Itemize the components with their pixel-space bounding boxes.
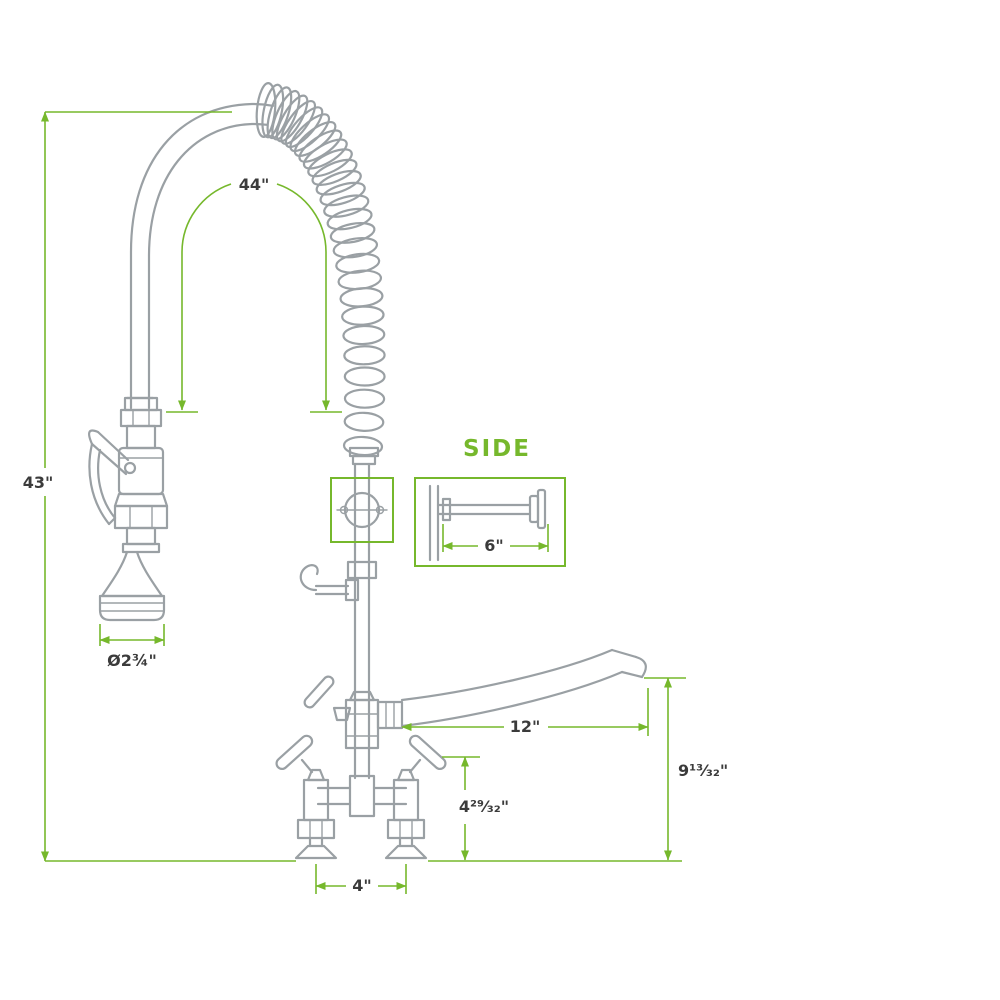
dim-hose-loop: 44" xyxy=(166,175,342,413)
dim-bracket-depth: 6" xyxy=(442,524,549,555)
dim-spout-reach: 12" xyxy=(401,688,649,736)
deck-mount-base xyxy=(275,734,447,860)
dimension-label-hose-loop: 44" xyxy=(239,175,270,194)
dim-faucet-centers: 4" xyxy=(315,864,407,895)
faucet-line-art xyxy=(88,82,647,860)
swing-spout xyxy=(400,648,647,728)
spray-handle xyxy=(88,429,137,526)
dimension-label-deck-to-handle: 4²⁹⁄₃₂" xyxy=(459,797,509,816)
right-base-handle xyxy=(408,734,447,774)
side-callout: SIDE 6" xyxy=(330,436,566,567)
side-detail-box xyxy=(414,477,566,567)
bracket-highlight-box xyxy=(330,477,394,543)
side-view-label: SIDE xyxy=(463,436,531,462)
hanger-hook xyxy=(299,564,360,602)
wall-bracket xyxy=(336,491,388,529)
side-detail-drawing xyxy=(428,484,547,562)
dim-spout-outlet-height: 9¹³⁄₃₂" xyxy=(644,677,728,861)
dim-overall-height: 43" xyxy=(23,111,232,862)
dim-deck-to-handle: 4²⁹⁄₃₂" xyxy=(442,756,509,861)
addon-handle xyxy=(303,675,352,722)
dimension-label-spout-reach: 12" xyxy=(510,717,541,736)
dim-spray-face-diameter: Ø2¾" xyxy=(99,624,165,670)
dimension-label-bracket-depth: 6" xyxy=(484,536,503,555)
dimension-label-spray-face-diameter: Ø2¾" xyxy=(107,651,157,670)
right-inlet xyxy=(384,768,428,860)
coil-spring-hose xyxy=(255,82,386,457)
dimension-label-spout-outlet-height: 9¹³⁄₃₂" xyxy=(678,761,728,780)
dimension-label-faucet-centers: 4" xyxy=(352,876,371,895)
riser-pipe xyxy=(299,446,388,780)
left-inlet xyxy=(294,768,338,860)
dimension-lines: 43" 44" Ø2¾" SIDE 6" xyxy=(23,111,728,895)
dimension-label-overall-height: 43" xyxy=(23,473,54,492)
left-base-handle xyxy=(275,734,314,774)
spray-valve-assembly xyxy=(88,396,169,622)
addon-faucet xyxy=(303,648,647,750)
hose-arch xyxy=(129,102,275,410)
